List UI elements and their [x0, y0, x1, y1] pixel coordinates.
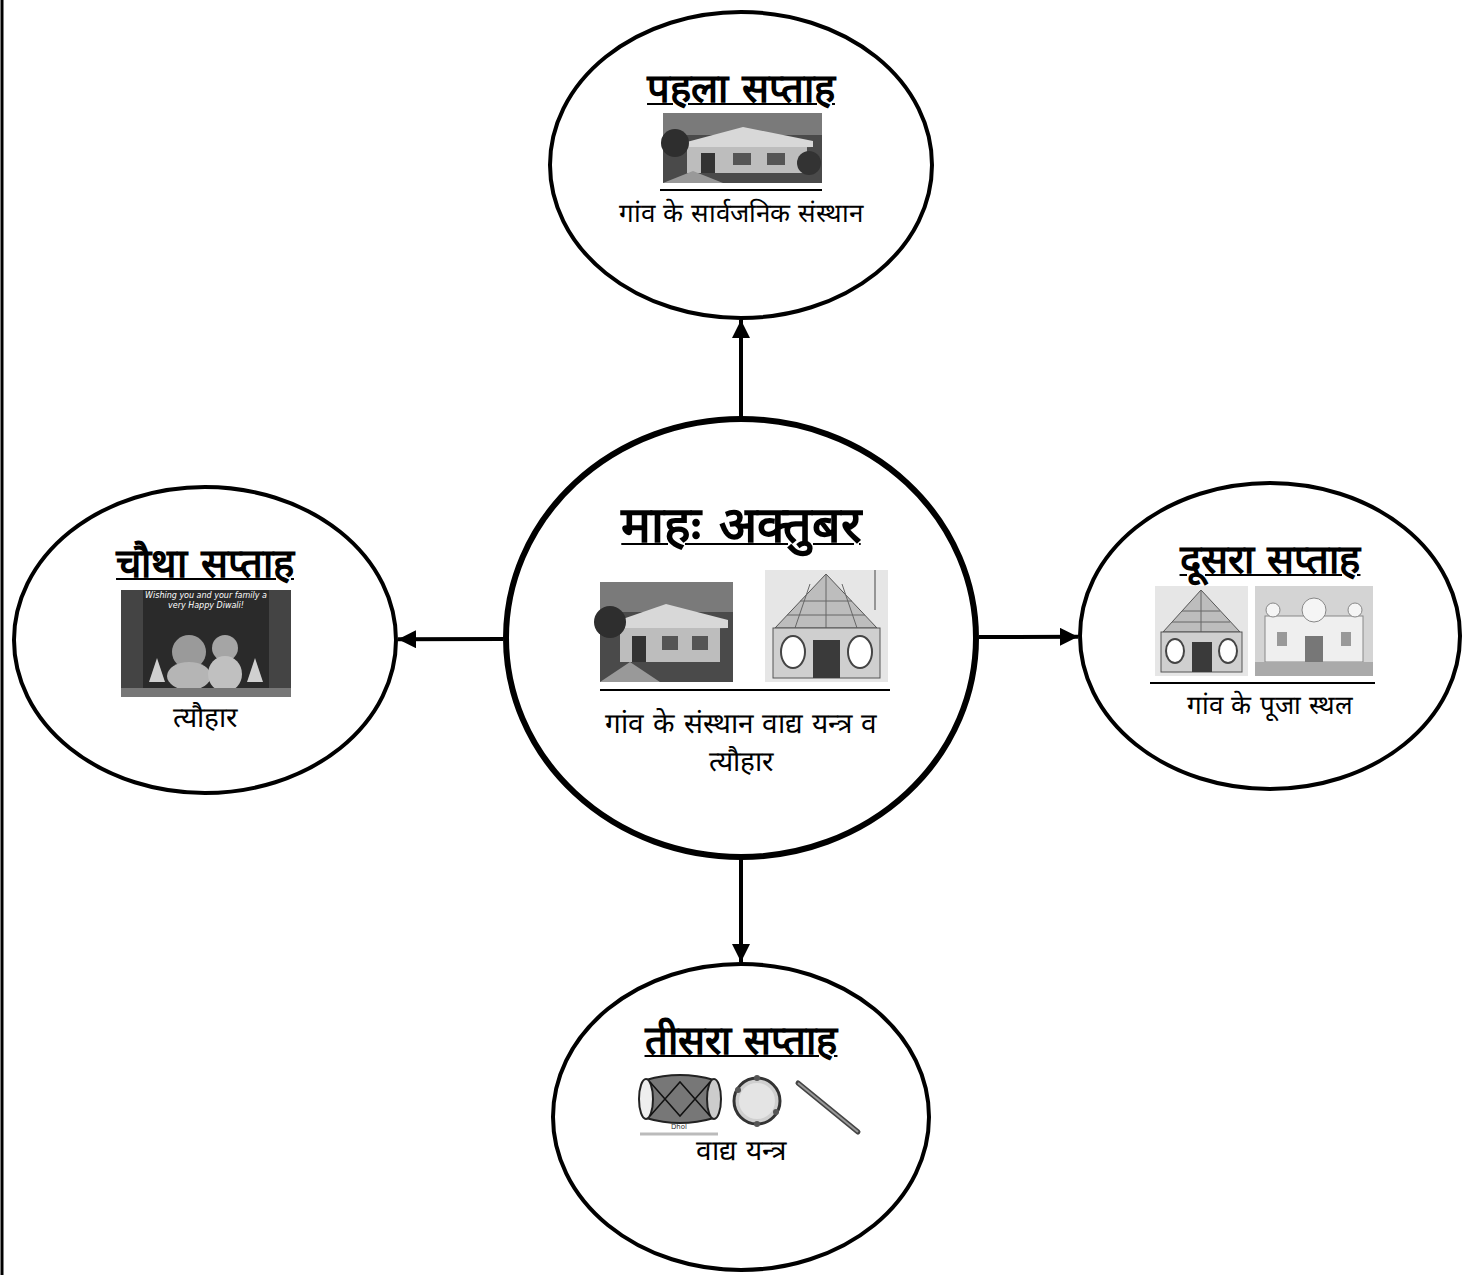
ellipse-outline — [551, 962, 931, 1272]
temple-photo — [765, 570, 888, 682]
school-photo — [594, 582, 733, 682]
week-heading: माहः अक्तुबर — [561, 498, 921, 553]
topic-text: गांव के सार्वजनिक संस्थान — [616, 196, 866, 231]
week-ellipse: चौथा सप्ताह त्यौहार — [12, 485, 398, 795]
arrow-connector — [739, 860, 743, 962]
week-heading: चौथा सप्ताह — [55, 541, 355, 585]
ellipse-outline — [12, 485, 398, 795]
arrow-connector — [398, 637, 503, 641]
ellipse-outline — [1078, 481, 1462, 791]
week-ellipse: तीसरा सप्ताह वाद्य यन्त्र — [551, 962, 931, 1272]
page-border — [1, 0, 4, 1275]
tambourine — [734, 1075, 780, 1127]
topic-text: वाद्य यन्त्र — [611, 1132, 871, 1170]
temple-photo — [1155, 586, 1248, 676]
topic-text: गांव के पूजा स्थल — [1120, 688, 1420, 723]
divider-line — [660, 189, 822, 191]
week-heading: पहला सप्ताह — [591, 66, 891, 110]
instrument-caption: Dhol — [649, 1123, 709, 1132]
week-ellipse: दूसरा सप्ताह गांव के पूजा स्थल — [1078, 481, 1462, 791]
arrow-connector — [979, 635, 1078, 639]
divider-line — [1150, 682, 1375, 684]
ellipse-outline — [548, 10, 934, 320]
week-ellipse: माहः अक्तुबर गांव के संस्थान वाद्य यन्त्र… — [503, 416, 979, 860]
week-heading: तीसरा सप्ताह — [591, 1018, 891, 1062]
week-heading: दूसरा सप्ताह — [1115, 537, 1425, 581]
diwali-card — [121, 590, 291, 697]
school-photo — [661, 113, 822, 183]
topic-text: गांव के संस्थान वाद्य यन्त्र व त्यौहार — [581, 705, 901, 781]
ellipse-outline — [503, 416, 979, 860]
gurudwara-photo — [1255, 586, 1373, 676]
divider-line — [600, 689, 890, 691]
dhol-drum — [639, 1075, 721, 1134]
week-ellipse: पहला सप्ताह गांव के सार्वजनिक संस्थान — [548, 10, 934, 320]
arrow-connector — [739, 320, 743, 416]
topic-text: त्यौहार — [75, 699, 335, 737]
card-greeting: Wishing you and your family a very Happy… — [141, 591, 271, 612]
flute — [798, 1083, 858, 1132]
